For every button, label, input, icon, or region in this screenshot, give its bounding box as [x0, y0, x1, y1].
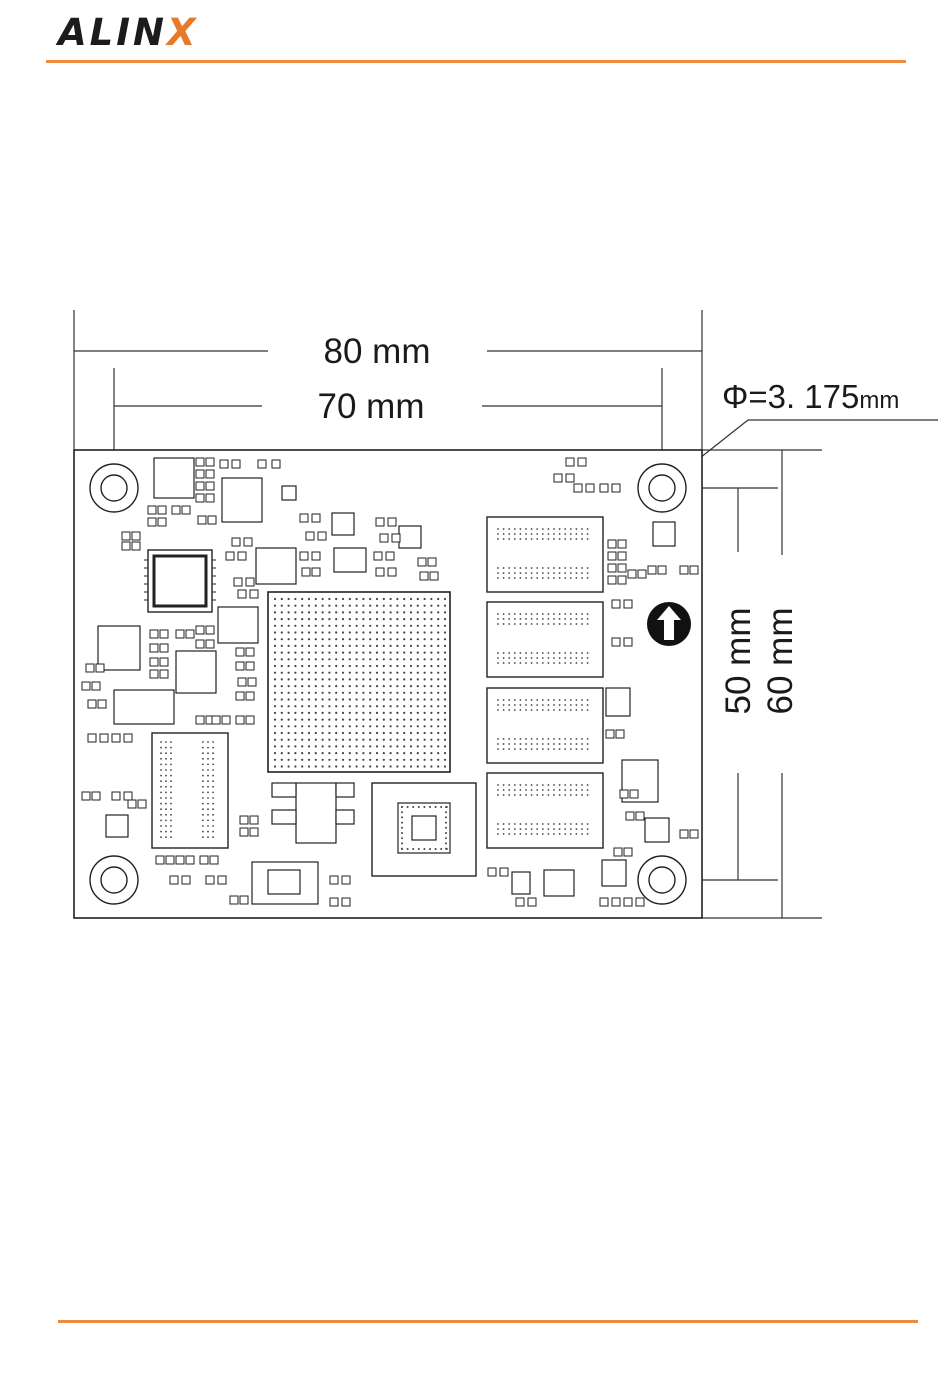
- hole-diameter-value: Φ=3. 175: [722, 378, 859, 415]
- dim-height-outer: 60 mm: [761, 608, 800, 715]
- ddr-chip-2: [487, 602, 603, 677]
- main-bga-chip: [268, 592, 450, 772]
- ddr-chip-4: [487, 773, 603, 848]
- dim-width-inner: 70 mm: [318, 387, 425, 426]
- ddr-chip-1: [487, 517, 603, 592]
- ddr-chip-3: [487, 688, 603, 763]
- bottom-connector: [252, 862, 318, 904]
- up-arrow-icon: [647, 602, 691, 646]
- secondary-bga-chip: [372, 783, 476, 876]
- hole-diameter-label: Φ=3. 175mm: [722, 378, 899, 415]
- hole-diameter-unit: mm: [859, 387, 899, 414]
- footer-divider: [58, 1320, 918, 1323]
- qfp-chip: [144, 550, 216, 612]
- left-memory-chip: [152, 733, 228, 848]
- dim-width-outer: 80 mm: [324, 332, 431, 371]
- dim-height-inner: 50 mm: [719, 608, 758, 715]
